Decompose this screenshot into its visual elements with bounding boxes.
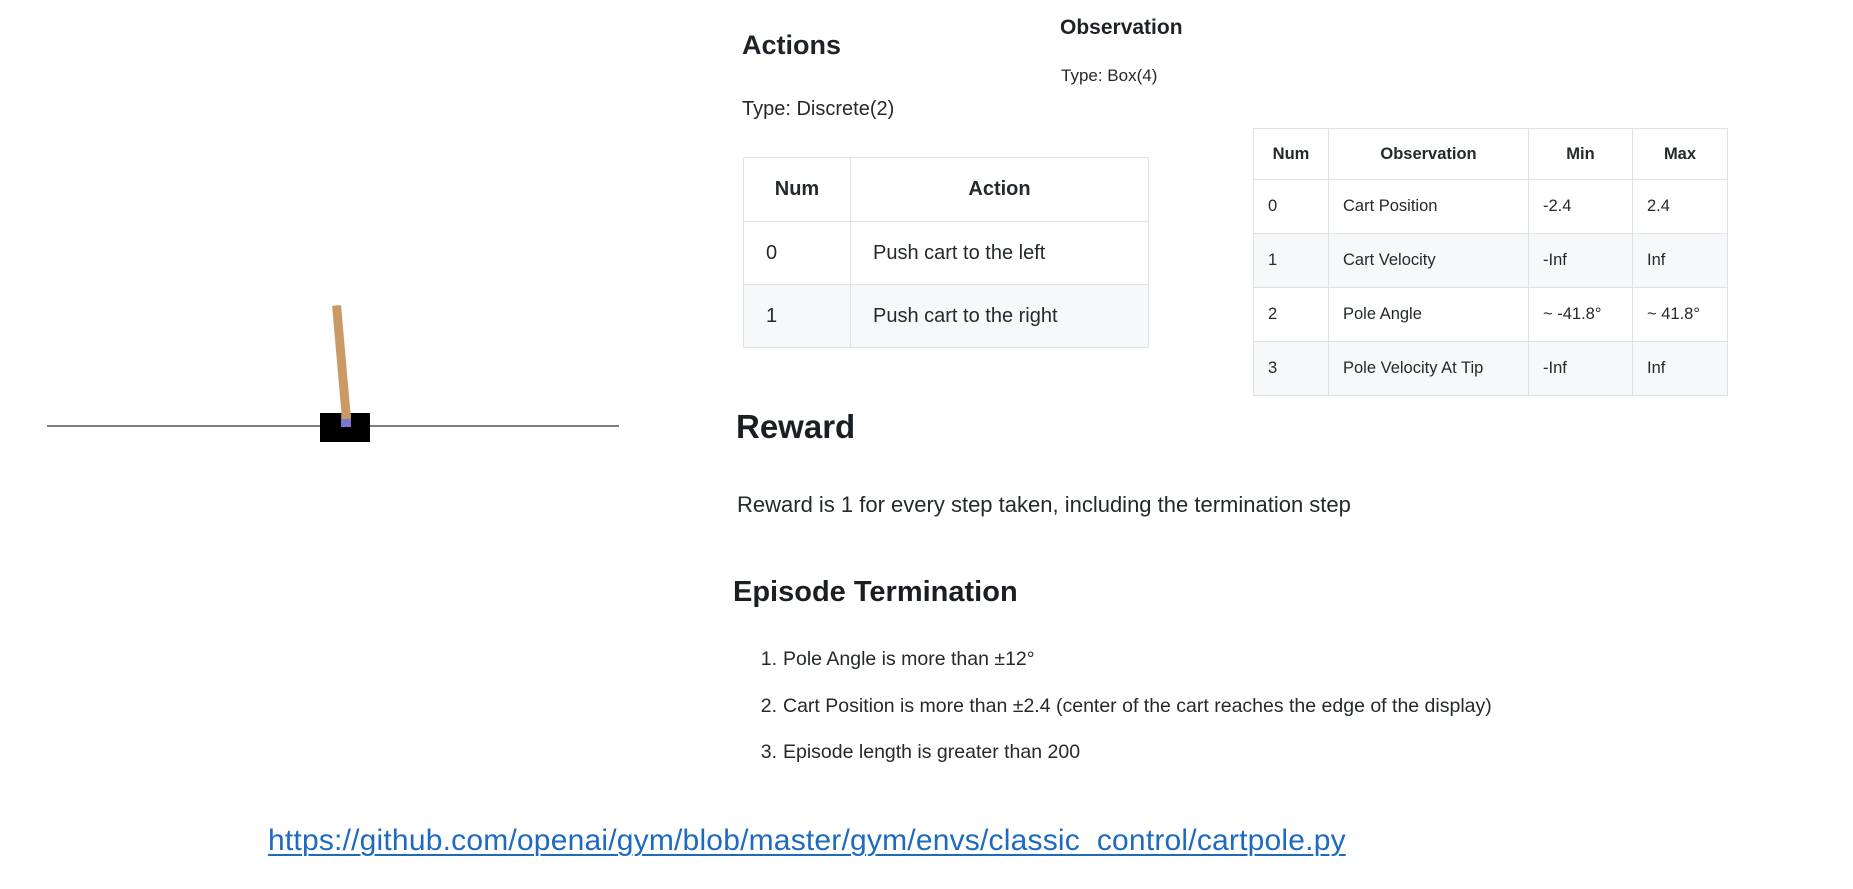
observation-header-min: Min (1528, 128, 1633, 180)
observation-cell-max: 2.4 (1632, 179, 1728, 234)
observation-cell-min: -2.4 (1528, 179, 1633, 234)
table-row: 3 Pole Velocity At Tip -Inf Inf (1253, 341, 1728, 396)
github-source-link[interactable]: https://github.com/openai/gym/blob/maste… (268, 824, 1346, 857)
termination-list-item: 1. Pole Angle is more than ±12° (753, 648, 1035, 671)
table-row: 0 Push cart to the left (743, 221, 1149, 285)
observation-header-name: Observation (1328, 128, 1529, 180)
observation-cell-max: Inf (1632, 233, 1728, 288)
actions-cell-action: Push cart to the left (850, 221, 1149, 285)
observation-cell-name: Pole Velocity At Tip (1328, 341, 1529, 396)
actions-heading: Actions (742, 30, 842, 60)
pole-axle (341, 414, 351, 427)
observation-heading: Observation (1060, 16, 1183, 39)
actions-cell-num: 0 (743, 221, 851, 285)
observation-cell-name: Cart Position (1328, 179, 1529, 234)
actions-header-num: Num (743, 157, 851, 222)
observation-cell-min: ~ -41.8° (1528, 287, 1633, 342)
observation-header-max: Max (1632, 128, 1728, 180)
observation-cell-num: 1 (1253, 233, 1329, 288)
observation-cell-name: Pole Angle (1328, 287, 1529, 342)
actions-table-header-row: Num Action (743, 157, 1149, 222)
observation-cell-num: 0 (1253, 179, 1329, 234)
list-item-text: Pole Angle is more than ±12° (783, 648, 1035, 670)
actions-header-action: Action (850, 157, 1149, 222)
episode-termination-heading: Episode Termination (733, 576, 1018, 608)
reward-description: Reward is 1 for every step taken, includ… (737, 492, 1351, 517)
list-item-number: 2. (760, 695, 777, 717)
table-row: 1 Push cart to the right (743, 284, 1149, 348)
observation-cell-name: Cart Velocity (1328, 233, 1529, 288)
observation-table: Num Observation Min Max 0 Cart Position … (1253, 128, 1728, 396)
list-item-text: Cart Position is more than ±2.4 (center … (783, 695, 1492, 717)
table-row: 0 Cart Position -2.4 2.4 (1253, 179, 1728, 234)
actions-cell-num: 1 (743, 284, 851, 348)
observation-header-num: Num (1253, 128, 1329, 180)
table-row: 1 Cart Velocity -Inf Inf (1253, 233, 1728, 288)
actions-table: Num Action 0 Push cart to the left 1 Pus… (743, 157, 1149, 348)
list-item-number: 3. (760, 741, 777, 763)
pole (332, 305, 351, 420)
observation-cell-num: 3 (1253, 341, 1329, 396)
observation-cell-num: 2 (1253, 287, 1329, 342)
termination-list-item: 3. Episode length is greater than 200 (753, 741, 1080, 764)
list-item-number: 1. (760, 648, 777, 670)
list-item-text: Episode length is greater than 200 (783, 741, 1081, 763)
table-row: 2 Pole Angle ~ -41.8° ~ 41.8° (1253, 287, 1728, 342)
reward-heading: Reward (736, 408, 856, 445)
observation-cell-min: -Inf (1528, 233, 1633, 288)
observation-table-header-row: Num Observation Min Max (1253, 128, 1728, 180)
observation-type-label: Type: Box(4) (1061, 66, 1158, 85)
actions-cell-action: Push cart to the right (850, 284, 1149, 348)
termination-list-item: 2. Cart Position is more than ±2.4 (cent… (753, 695, 1492, 718)
actions-type-label: Type: Discrete(2) (742, 98, 895, 120)
observation-cell-min: -Inf (1528, 341, 1633, 396)
observation-cell-max: ~ 41.8° (1632, 287, 1728, 342)
observation-cell-max: Inf (1632, 341, 1728, 396)
